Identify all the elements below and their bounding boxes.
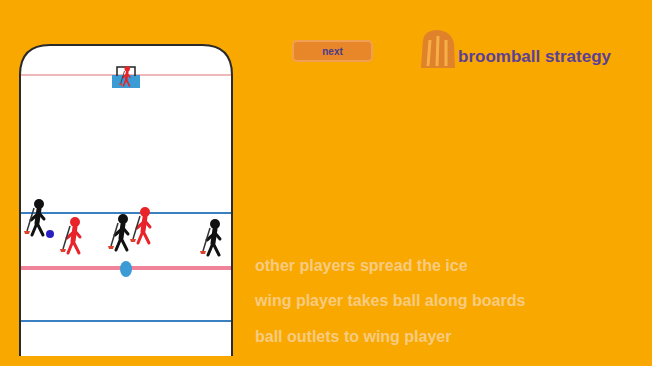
red-goalie	[119, 66, 130, 86]
logo-stripes	[428, 36, 446, 66]
button-text: next	[322, 46, 343, 57]
strategy-note: ball outlets to wing player	[255, 328, 451, 346]
broomball-logo	[421, 30, 455, 68]
black-player	[108, 214, 128, 250]
center-dot	[120, 261, 132, 277]
strategy-note: other players spread the ice	[255, 257, 468, 275]
strategy-note: wing player takes ball along boards	[255, 292, 525, 310]
black-player	[200, 219, 220, 255]
rink-boards	[20, 45, 232, 360]
blue-line	[21, 212, 231, 214]
blue-line	[21, 320, 231, 322]
red-player	[60, 217, 80, 253]
next-button: next	[292, 40, 373, 62]
diagram-title: broomball strategy	[458, 47, 611, 67]
black-player	[24, 199, 44, 235]
red-player	[130, 207, 150, 243]
rink-cutoff	[10, 356, 242, 366]
ball	[46, 230, 54, 238]
